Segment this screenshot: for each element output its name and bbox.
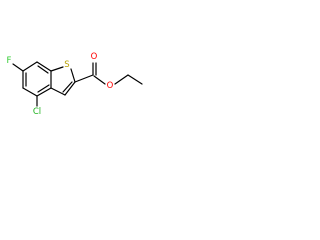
bond-oether-ch2 [114, 74, 129, 85]
bond-c2-c3 [64, 81, 76, 96]
bond-c7a-c7 [36, 61, 52, 72]
bond-ccarbonyl-oether [93, 75, 106, 85]
bond-s-c2 [70, 68, 76, 83]
bond-c7a-c7-inner [37, 65, 49, 74]
bond-c5-c4 [22, 87, 38, 97]
bond-c4-c3a-inner [37, 84, 50, 93]
bond-c2-ccarbonyl [74, 74, 94, 83]
bond-c7-c6 [22, 61, 38, 72]
atom-label-sulfur: S [64, 60, 69, 70]
bond-c3-c3a [50, 87, 66, 96]
atom-label-chlorine: Cl [33, 107, 41, 117]
bond-c7a-s [50, 66, 64, 72]
molecule-structure: F S O O Cl [7, 52, 143, 117]
bond-ch2-ch3 [127, 74, 143, 85]
atom-label-fluorine: F [7, 56, 12, 66]
bond-c2-c3-inner [62, 81, 73, 93]
atom-label-ester-oxygen: O [107, 81, 114, 91]
bond-c4-c3a [36, 87, 52, 97]
atom-label-carbonyl-oxygen: O [91, 52, 98, 62]
bond-c6-f [12, 63, 24, 72]
